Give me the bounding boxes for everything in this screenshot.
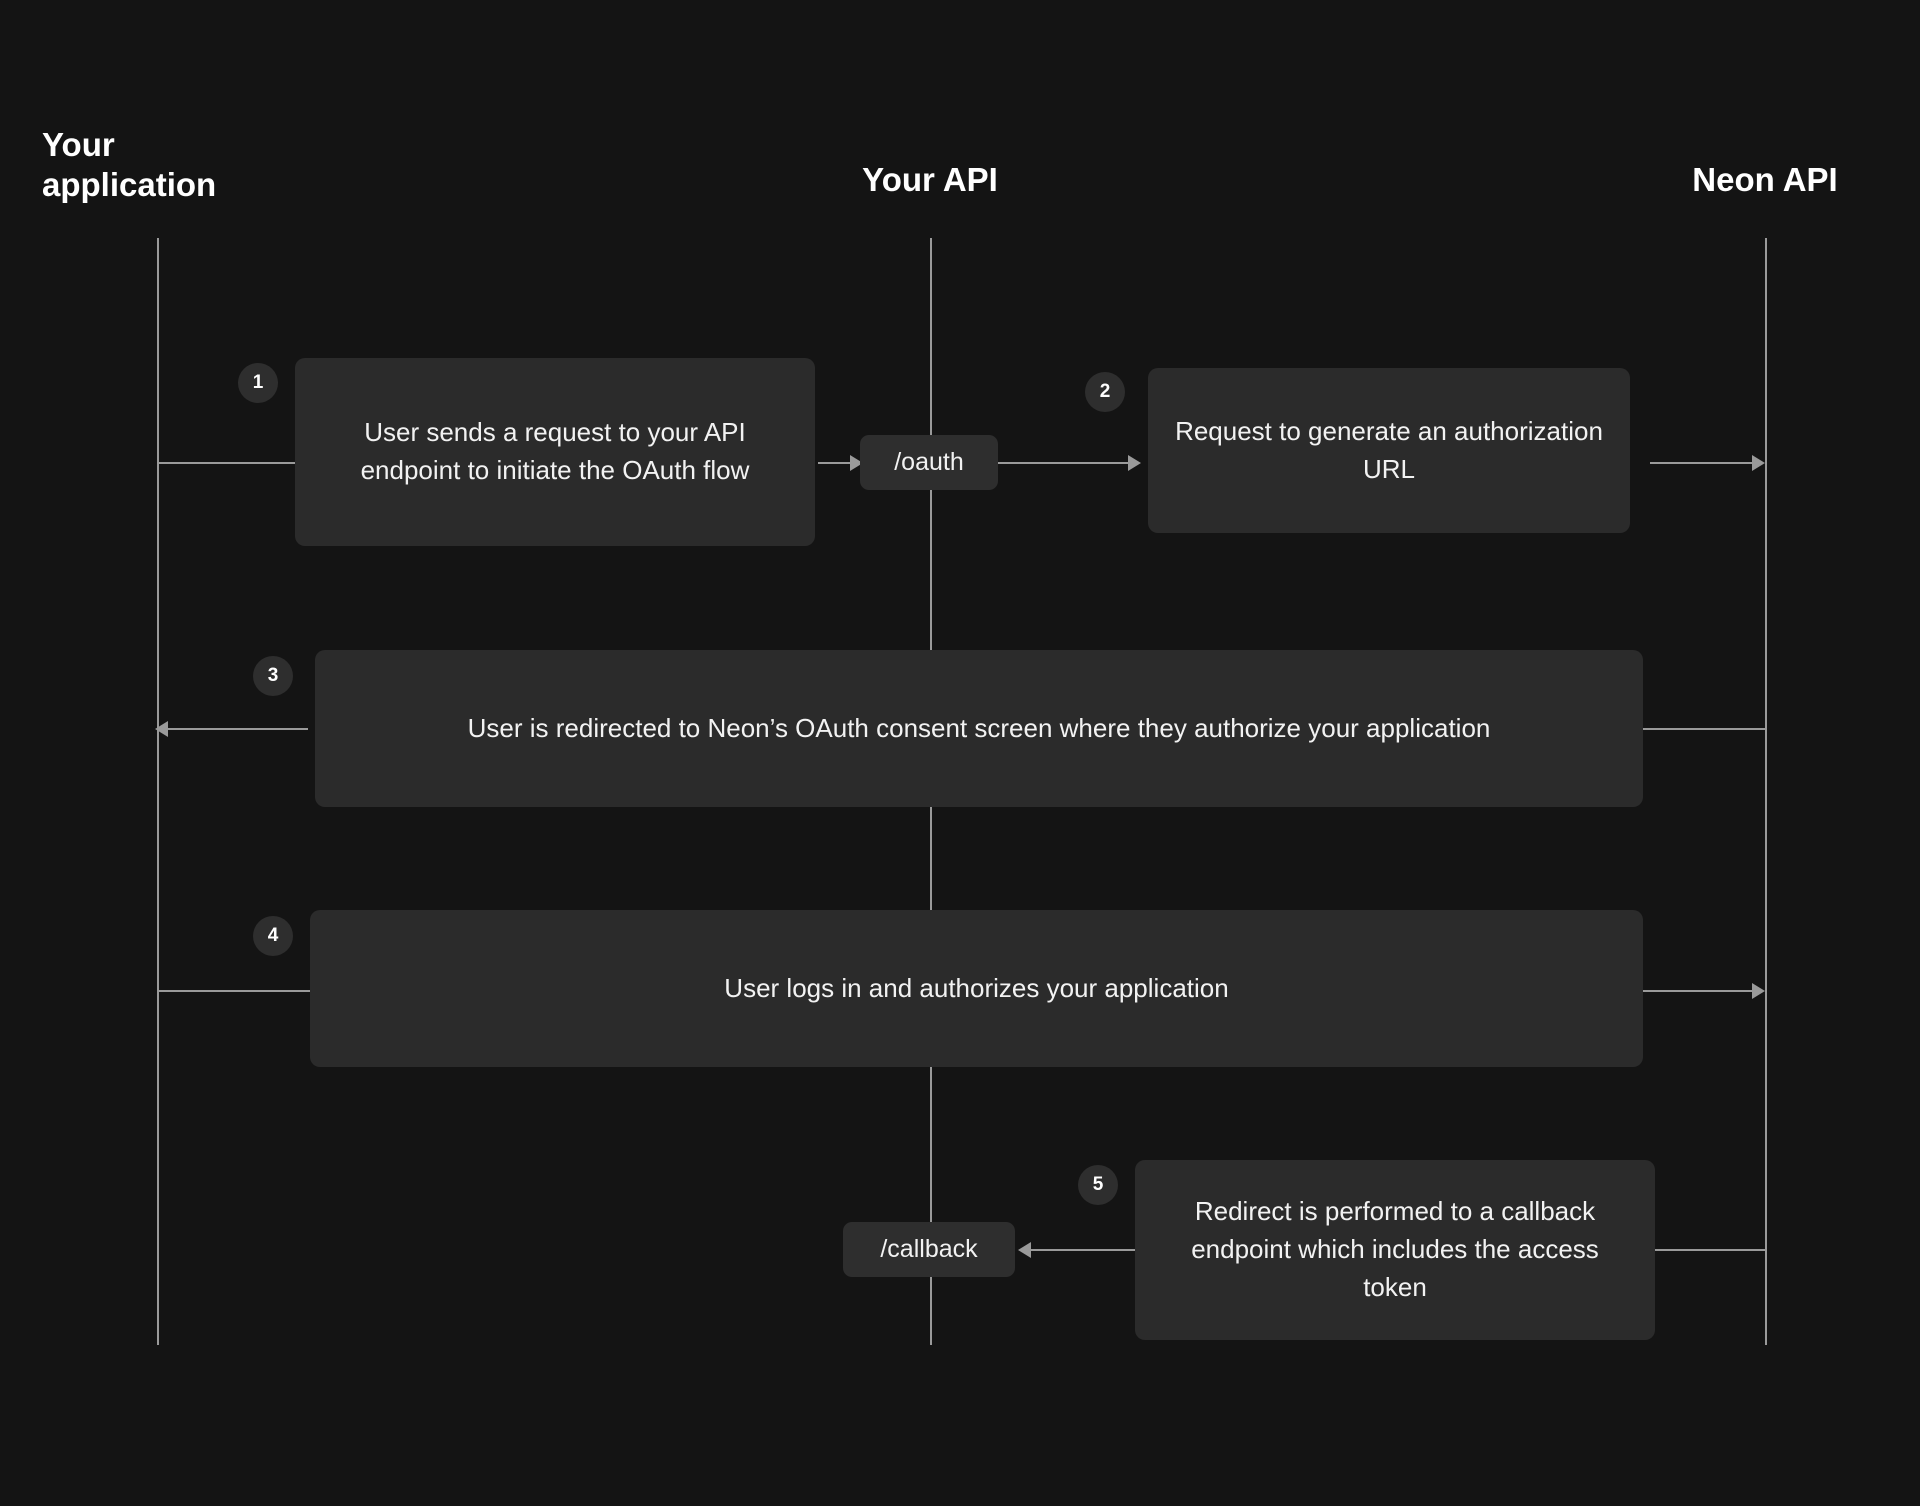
connector-step-3-right (1643, 728, 1765, 730)
step-badge-4: 4 (253, 916, 293, 956)
step-badge-5: 5 (1078, 1165, 1118, 1205)
connector-step-1-to-oauth (818, 462, 854, 464)
connector-step-1-left (157, 462, 302, 464)
message-text-step-4: User logs in and authorizes your applica… (724, 972, 1229, 1003)
endpoint-pill-callback[interactable]: /callback (843, 1222, 1015, 1277)
connector-step-5-right (1655, 1249, 1765, 1251)
message-box-step-4: User logs in and authorizes your applica… (310, 910, 1643, 1067)
connector-step-3-left (168, 728, 308, 730)
lifeline-label-your-application: Your application (42, 126, 217, 204)
connector-oauth-to-step-2 (998, 462, 1132, 464)
arrowhead-step-3-left (155, 721, 168, 737)
connector-step-4-right (1643, 990, 1755, 992)
message-box-step-5: Redirect is performed to a callback endp… (1135, 1160, 1655, 1340)
lifeline-label-neon-api: Neon API (1692, 161, 1838, 198)
step-badge-1: 1 (238, 363, 278, 403)
lifeline-your-application (157, 238, 159, 1345)
lifeline-label-your-api: Your API (862, 161, 998, 198)
arrowhead-step-5-left (1018, 1242, 1031, 1258)
message-box-step-2: Request to generate an authorization URL (1148, 368, 1630, 533)
connector-callback-to-step-5 (1031, 1249, 1135, 1251)
lifeline-neon-api (1765, 238, 1767, 1345)
message-text-step-3: User is redirected to Neon’s OAuth conse… (467, 712, 1491, 743)
step-badge-2: 2 (1085, 372, 1125, 412)
arrowhead-step-1-right (850, 455, 863, 471)
arrowhead-step-2-left (1128, 455, 1141, 471)
message-text-step-1: User sends a request to your API endpoin… (360, 417, 750, 485)
message-box-step-3: User is redirected to Neon’s OAuth conse… (315, 650, 1643, 807)
connector-step-2-right (1650, 462, 1755, 464)
message-text-step-5: Redirect is performed to a callback endp… (1191, 1196, 1599, 1302)
arrowhead-step-4-right (1752, 983, 1765, 999)
arrowhead-step-2-right (1752, 455, 1765, 471)
message-box-step-1: User sends a request to your API endpoin… (295, 358, 815, 546)
endpoint-pill-oauth[interactable]: /oauth (860, 435, 998, 490)
connector-step-4-left (157, 990, 317, 992)
message-text-step-2: Request to generate an authorization URL (1175, 415, 1603, 484)
step-badge-3: 3 (253, 656, 293, 696)
